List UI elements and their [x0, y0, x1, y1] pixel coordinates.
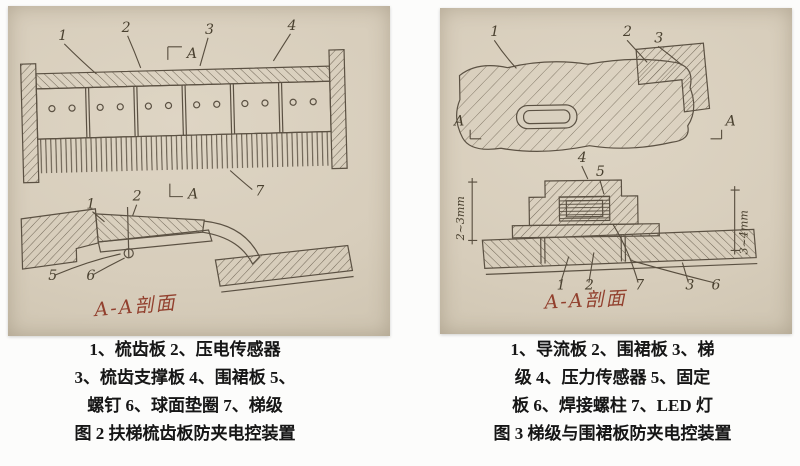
- led-lamp: [565, 199, 604, 218]
- figure3-top-labels: 1 2 3: [490, 24, 683, 69]
- caption-line: 1、梳齿板 2、压电传感器: [89, 340, 281, 359]
- part-label: 4: [286, 18, 296, 34]
- step-slab: [481, 228, 757, 270]
- section-marker-top: A: [167, 46, 197, 62]
- step-skirt-section-view: [481, 179, 758, 276]
- comb-plate-section-view: [20, 206, 354, 293]
- part-label: 3: [205, 22, 214, 38]
- slot-inner: [522, 109, 571, 125]
- part-label: 7: [635, 278, 644, 294]
- spherical-washer: [123, 248, 134, 259]
- figure2-drawing: 1 2 3 4 A A 7: [19, 18, 354, 321]
- figure3-mid-labels: 4 5: [577, 150, 605, 195]
- under-plate: [97, 229, 213, 253]
- caption-line: 1、导流板 2、围裙板 3、梯: [510, 340, 715, 359]
- figure2-section-title: A-A剖面: [91, 291, 178, 321]
- skirt-panel-top-view: [456, 42, 711, 152]
- figure2-top-labels: 1 2 3 4: [58, 18, 296, 75]
- part-label: 1: [490, 24, 499, 40]
- part-label: 3: [685, 278, 694, 294]
- comb-plate-top-view: [19, 49, 348, 184]
- section-marker-right: A: [710, 114, 736, 140]
- figure3-section-title: A-A剖面: [542, 286, 628, 313]
- part-label: 1: [557, 278, 566, 294]
- curved-arm: [204, 220, 261, 258]
- part-label: 2: [622, 24, 632, 40]
- teeth-label-group: 7: [229, 170, 264, 200]
- section-marker-bottom: A: [169, 183, 198, 203]
- figure3-title: 图 3 梯级与围裙板防夹电控装置: [493, 424, 732, 443]
- section-marker-label: A: [452, 114, 464, 130]
- part-label: 1: [58, 28, 67, 44]
- figure3-caption: 1、导流板 2、围裙板 3、梯 级 4、压力传感器 5、固定 板 6、焊接螺柱 …: [445, 336, 780, 448]
- part-label: 2: [132, 189, 142, 205]
- part-label: 7: [255, 184, 264, 200]
- section-marker-left: A: [452, 114, 482, 140]
- figure2-caption: 1、梳齿板 2、压电传感器 3、梳齿支撑板 4、围裙板 5、 螺钉 6、球面垫圈…: [5, 336, 365, 448]
- dimension-left: 2~3mm: [454, 178, 478, 245]
- support-block: [20, 208, 99, 270]
- part-label: 2: [121, 20, 131, 36]
- figure3-drawing: 1 2 3 A A: [452, 24, 758, 314]
- skirt-panel: [456, 58, 695, 152]
- figure2-photo: 1 2 3 4 A A 7: [8, 6, 390, 336]
- right-wall: [328, 49, 348, 170]
- corner-piece: [635, 42, 711, 113]
- step-slab: [214, 244, 354, 287]
- caption-line: 板 6、焊接螺柱 7、LED 灯: [512, 396, 713, 415]
- dimension-right: 3~4mm: [730, 186, 751, 254]
- figure3-bottom-labels: 1 2 7 3 6: [557, 224, 721, 294]
- part-label: 3: [654, 30, 663, 46]
- caption-line: 级 4、压力传感器 5、固定: [514, 368, 711, 387]
- dimension-label: 2~3mm: [454, 196, 467, 241]
- part-label: 2: [584, 278, 594, 294]
- caption-line: 3、梳齿支撑板 4、围裙板 5、: [74, 368, 296, 387]
- dimension-label: 3~4mm: [738, 210, 751, 254]
- figure2-section-labels: 1 2 5 6: [48, 189, 141, 284]
- part-label: 4: [577, 150, 587, 166]
- part-label: 6: [86, 268, 95, 284]
- part-label: 5: [596, 164, 605, 180]
- figure2-title: 图 2 扶梯梳齿板防夹电控装置: [74, 424, 296, 443]
- comb-teeth: [37, 131, 332, 174]
- section-marker-label: A: [724, 114, 736, 130]
- part-label: 1: [86, 197, 95, 213]
- section-marker-label: A: [186, 187, 198, 203]
- pressure-sensor: [558, 195, 611, 222]
- part-label: 5: [48, 268, 57, 284]
- comb-plate-wedge: [94, 213, 205, 243]
- slot-outer: [515, 104, 578, 130]
- caption-line: 螺钉 6、球面垫圈 7、梯级: [87, 396, 283, 415]
- figure3-photo: 1 2 3 A A: [440, 8, 792, 334]
- part-label: 6: [712, 278, 721, 294]
- section-marker-label: A: [185, 46, 197, 62]
